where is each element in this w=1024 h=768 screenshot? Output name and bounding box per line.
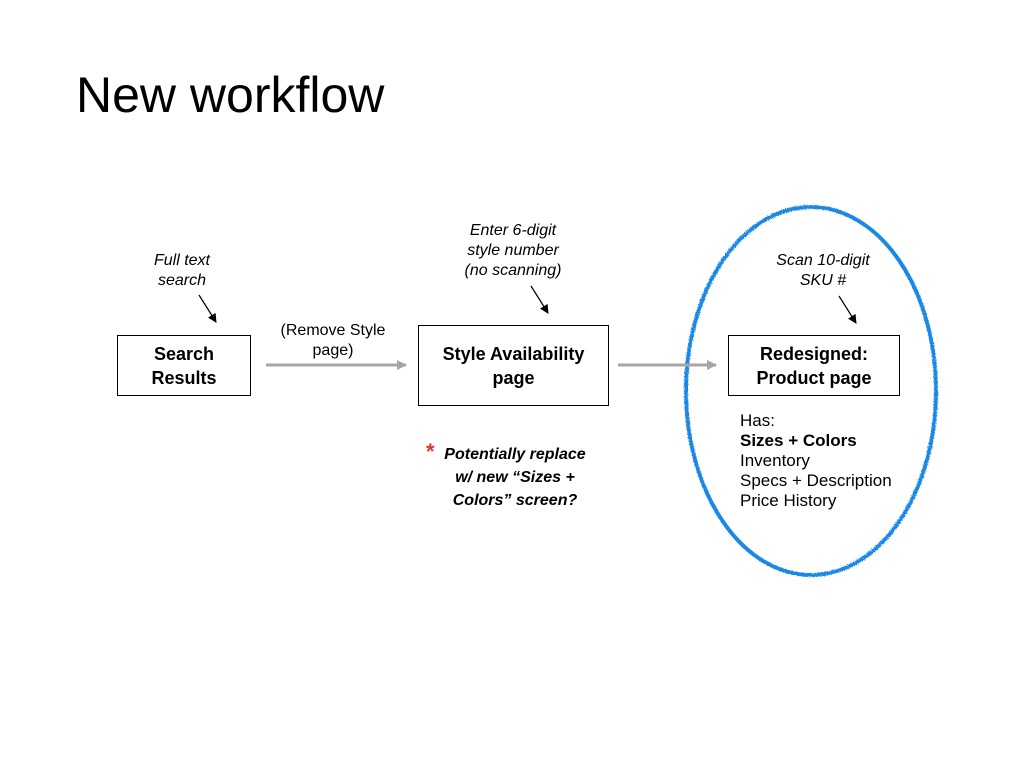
style-availability-box: Style Availability page [418,325,609,406]
note-enter-digits-line3: (no scanning) [464,262,562,279]
search-results-line2: Results [151,367,217,388]
note-full-text-line1: Full text [153,252,210,269]
feature-sizes-colors: Sizes + Colors [740,431,857,450]
note-enter-digits-line2: style number [467,242,559,259]
callout-text: Potentially replace w/ new “Sizes + Colo… [432,443,598,512]
note-remove-style-line2: page) [312,342,354,359]
product-features-list: Has: Sizes + Colors Inventory Specs + De… [740,411,892,511]
product-page-line1: Redesigned: [759,343,868,364]
pointer-full-text [198,294,217,323]
note-full-text-line2: search [157,272,207,289]
pointer-enter-digits [530,285,549,314]
feature-specs-description: Specs + Description [740,471,892,490]
search-results-line1: Search [153,343,215,364]
callout-line2: w/ new “Sizes + [455,469,575,486]
note-scan-sku-line1: Scan 10-digit [776,252,870,269]
note-full-text: Full text search [132,251,232,291]
callout-asterisk: * [426,439,435,464]
search-results-box: Search Results [117,335,251,396]
slide-title: New workflow [76,67,385,123]
note-enter-digits-line1: Enter 6-digit [469,222,557,239]
product-page-box: Redesigned: Product page [728,335,900,396]
note-enter-digits: Enter 6-digit style number (no scanning) [448,221,578,281]
feature-inventory: Inventory [740,451,810,470]
product-features-heading: Has: [740,411,775,430]
style-availability-line2: page [492,367,535,388]
note-remove-style-line1: (Remove Style [280,322,386,339]
note-remove-style: (Remove Style page) [267,321,399,361]
note-scan-sku-line2: SKU # [799,272,847,289]
pointer-scan-sku [838,295,857,324]
note-scan-sku: Scan 10-digit SKU # [758,251,888,291]
style-availability-line1: Style Availability [442,343,585,364]
callout-line3: Colors” screen? [452,492,578,509]
product-page-line2: Product page [756,367,872,388]
feature-price-history: Price History [740,491,837,510]
callout-line1: Potentially replace [444,446,586,463]
